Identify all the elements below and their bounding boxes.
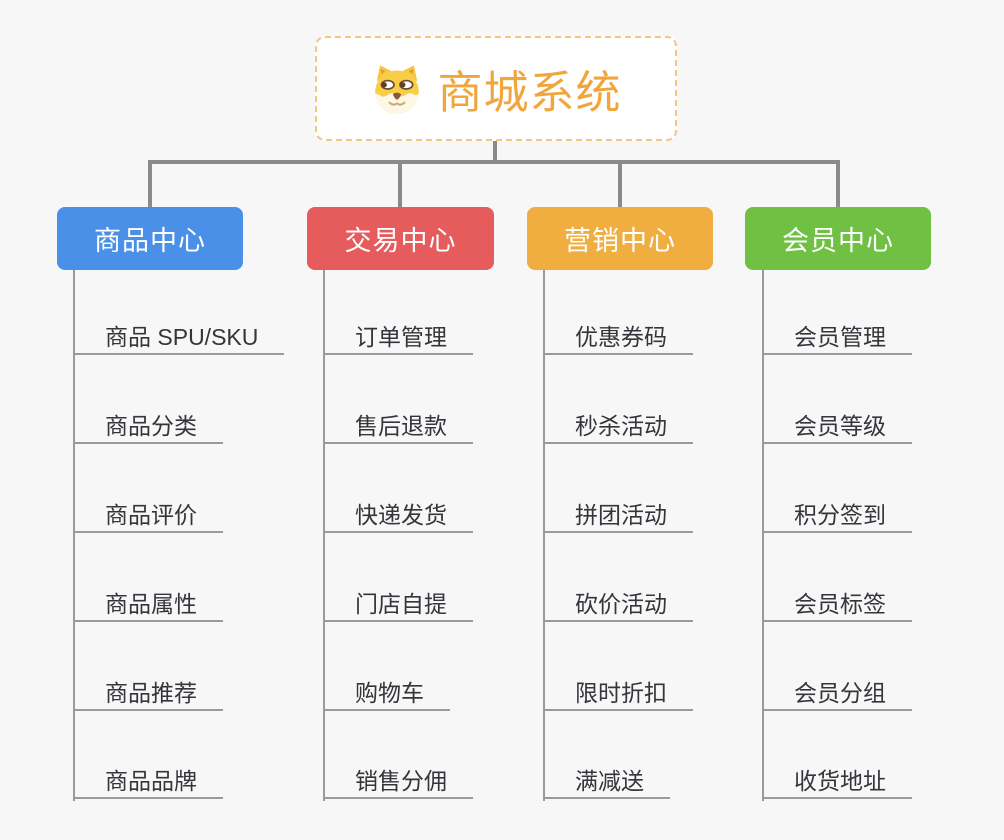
root-title: 商城系统: [437, 67, 622, 118]
leaf-node-coupon-code[interactable]: 优惠券码: [543, 323, 693, 355]
branch-node-marketing-center[interactable]: 营销中心: [527, 207, 713, 270]
leaf-node-shipping-address[interactable]: 收货地址: [762, 767, 912, 799]
leaf-node-product-recommend[interactable]: 商品推荐: [73, 679, 223, 711]
connector-drop-marketing: [618, 160, 622, 207]
connector-drop-product: [148, 160, 152, 207]
leaf-node-bargain-activity[interactable]: 砍价活动: [543, 590, 693, 622]
leaf-node-member-group[interactable]: 会员分组: [762, 679, 912, 711]
leaf-node-points-checkin[interactable]: 积分签到: [762, 501, 912, 533]
leaf-node-shopping-cart[interactable]: 购物车: [323, 679, 450, 711]
root-node[interactable]: 商城系统: [315, 36, 677, 141]
branch-node-product-center[interactable]: 商品中心: [57, 207, 243, 270]
branch-node-trade-center[interactable]: 交易中心: [307, 207, 494, 270]
connector-drop-trade: [398, 160, 402, 207]
branch-spine-member: [762, 270, 764, 801]
leaf-node-flash-sale[interactable]: 秒杀活动: [543, 412, 693, 444]
branch-node-member-center[interactable]: 会员中心: [745, 207, 931, 270]
leaf-node-full-reduction[interactable]: 满减送: [543, 767, 670, 799]
connector-root-drop: [493, 141, 497, 164]
leaf-node-order-management[interactable]: 订单管理: [323, 323, 473, 355]
shiba-dog-icon: [375, 64, 420, 114]
leaf-node-member-management[interactable]: 会员管理: [762, 323, 912, 355]
branch-spine-marketing: [543, 270, 545, 801]
leaf-node-group-buy[interactable]: 拼团活动: [543, 501, 693, 533]
leaf-node-member-level[interactable]: 会员等级: [762, 412, 912, 444]
leaf-node-limited-time-discount[interactable]: 限时折扣: [543, 679, 693, 711]
leaf-node-product-review[interactable]: 商品评价: [73, 501, 223, 533]
branch-spine-trade: [323, 270, 325, 801]
connector-drop-member: [836, 160, 840, 207]
leaf-node-product-brand[interactable]: 商品品牌: [73, 767, 223, 799]
leaf-node-product-spu-sku[interactable]: 商品 SPU/SKU: [73, 323, 285, 355]
leaf-node-product-category[interactable]: 商品分类: [73, 412, 223, 444]
leaf-node-store-pickup[interactable]: 门店自提: [323, 590, 473, 622]
connector-trunk: [148, 160, 840, 164]
branch-spine-product: [73, 270, 75, 801]
leaf-node-product-attribute[interactable]: 商品属性: [73, 590, 223, 622]
leaf-node-member-tag[interactable]: 会员标签: [762, 590, 912, 622]
leaf-node-sales-commission[interactable]: 销售分佣: [323, 767, 473, 799]
leaf-node-aftersale-refund[interactable]: 售后退款: [323, 412, 473, 444]
leaf-node-express-shipping[interactable]: 快递发货: [323, 501, 473, 533]
